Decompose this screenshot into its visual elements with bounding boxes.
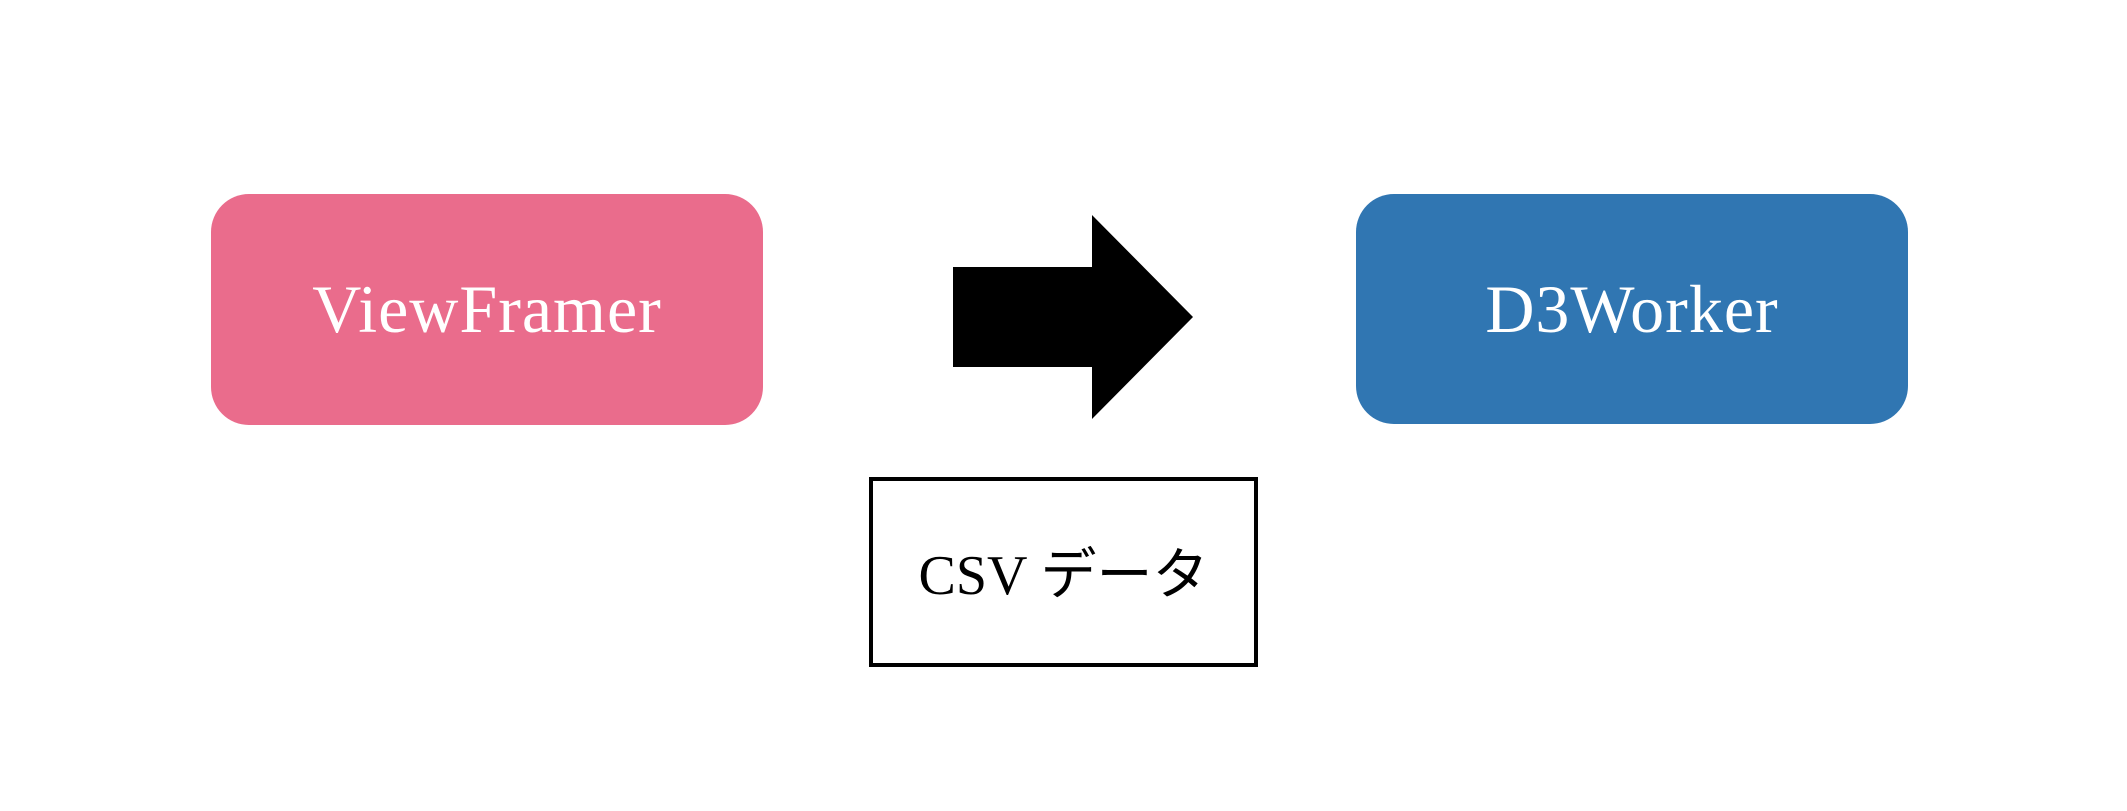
viewframer-node: ViewFramer [211,194,763,425]
viewframer-label: ViewFramer [312,271,662,347]
d3worker-node: D3Worker [1356,194,1908,424]
csv-data-label-box: CSV データ [869,477,1258,667]
right-arrow-icon [953,215,1193,419]
d3worker-label: D3Worker [1485,270,1779,347]
csv-data-label: CSV データ [918,544,1209,607]
